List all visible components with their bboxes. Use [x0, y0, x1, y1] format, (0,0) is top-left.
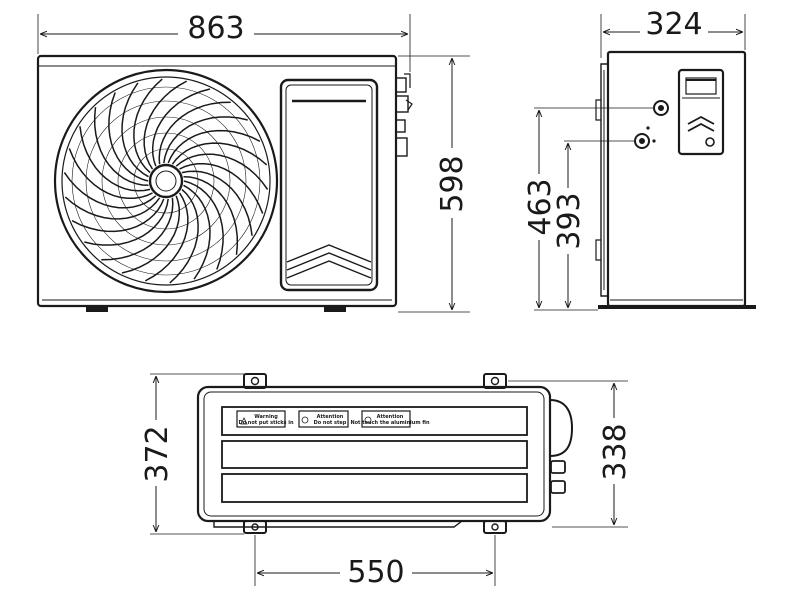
svg-text:Not touch the aluminium fin: Not touch the aluminium fin	[350, 420, 430, 426]
service-valves	[395, 73, 413, 157]
top-slot-3	[221, 473, 528, 503]
warning-label-1: Warning Do not put sticks in	[236, 410, 294, 428]
front-access-panel	[279, 78, 379, 292]
svg-text:Warning: Warning	[254, 414, 278, 420]
front-foot-left	[86, 306, 108, 312]
svg-text:Attention: Attention	[317, 414, 344, 420]
top-slot-2	[221, 440, 528, 469]
warning-label-2: Attention Do not step	[298, 410, 349, 428]
side-depth-dimension: 324	[645, 7, 702, 42]
front-foot-right	[324, 306, 346, 312]
side-view: 324 463 393	[523, 7, 756, 311]
fan-grille	[53, 68, 279, 294]
front-height-dimension: 598	[435, 155, 470, 212]
warning-label-3: Attention Not touch the aluminium fin	[350, 410, 430, 428]
svg-text:Do not step: Do not step	[314, 420, 347, 426]
top-inner-depth-dimension: 338	[598, 423, 633, 480]
top-slot-1	[221, 406, 528, 436]
upper-port	[653, 100, 669, 116]
side-height-lower-dimension: 393	[552, 192, 587, 249]
top-depth-dimension: 372	[140, 425, 175, 482]
side-height-upper-dimension: 463	[523, 178, 558, 235]
svg-text:Do not put sticks in: Do not put sticks in	[238, 420, 294, 426]
svg-text:Attention: Attention	[377, 414, 404, 420]
side-body	[606, 50, 747, 308]
top-body	[196, 385, 552, 523]
front-body	[36, 54, 398, 308]
front-width-dimension: 863	[187, 11, 244, 46]
side-access-panel	[677, 68, 725, 156]
feet-spacing-dimension: 550	[347, 555, 404, 590]
front-view: 863 598	[36, 11, 470, 313]
top-view: Warning Do not put sticks in Attention D…	[140, 373, 633, 590]
lower-port	[634, 133, 650, 149]
